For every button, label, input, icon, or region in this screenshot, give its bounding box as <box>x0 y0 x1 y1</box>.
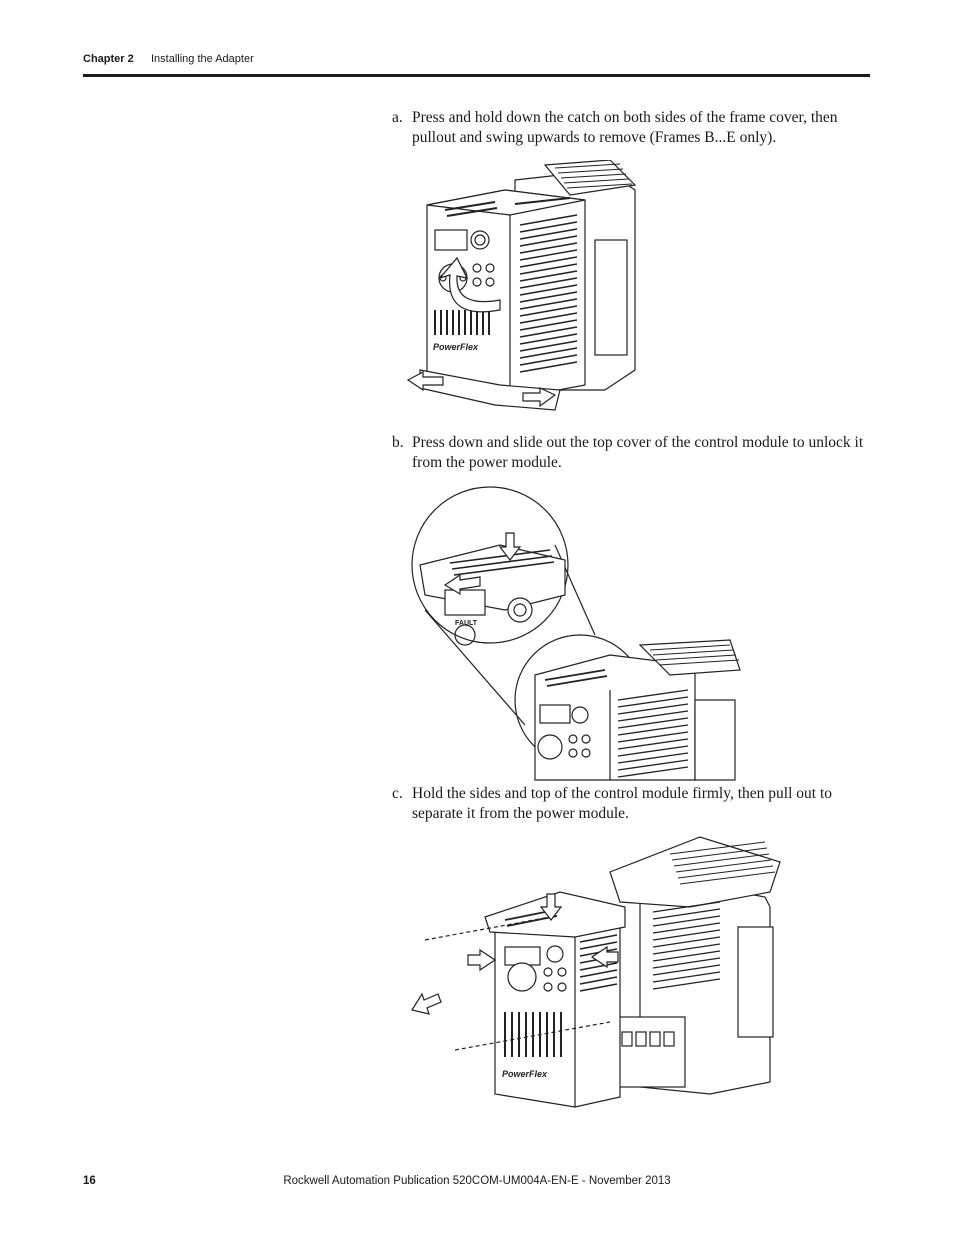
step-b: b. Press down and slide out the top cove… <box>392 433 872 473</box>
step-c-text: Hold the sides and top of the control mo… <box>412 785 833 822</box>
chapter-title: Installing the Adapter <box>151 53 254 65</box>
brand-logo-text: PowerFlex <box>433 342 479 352</box>
step-a-letter: a. <box>392 109 403 126</box>
figure-slide-top-cover: FAULT <box>411 486 741 781</box>
header-rule <box>83 74 870 77</box>
step-b-letter: b. <box>392 434 404 451</box>
step-a-text: Press and hold down the catch on both si… <box>412 109 838 146</box>
step-b-text: Press down and slide out the top cover o… <box>412 434 864 471</box>
step-c: c. Hold the sides and top of the control… <box>392 784 872 824</box>
figure-remove-frame-cover: PowerFlex <box>406 160 637 411</box>
brand-logo-text-c: PowerFlex <box>502 1069 548 1079</box>
step-c-letter: c. <box>392 785 403 802</box>
figure-separate-control-module: PowerFlex <box>411 836 781 1108</box>
page-number: 16 <box>83 1175 96 1187</box>
publication-info: Rockwell Automation Publication 520COM-U… <box>283 1175 671 1187</box>
step-a: a. Press and hold down the catch on both… <box>392 108 872 148</box>
chapter-label: Chapter 2 <box>83 53 134 65</box>
fault-label-text: FAULT <box>455 620 478 627</box>
